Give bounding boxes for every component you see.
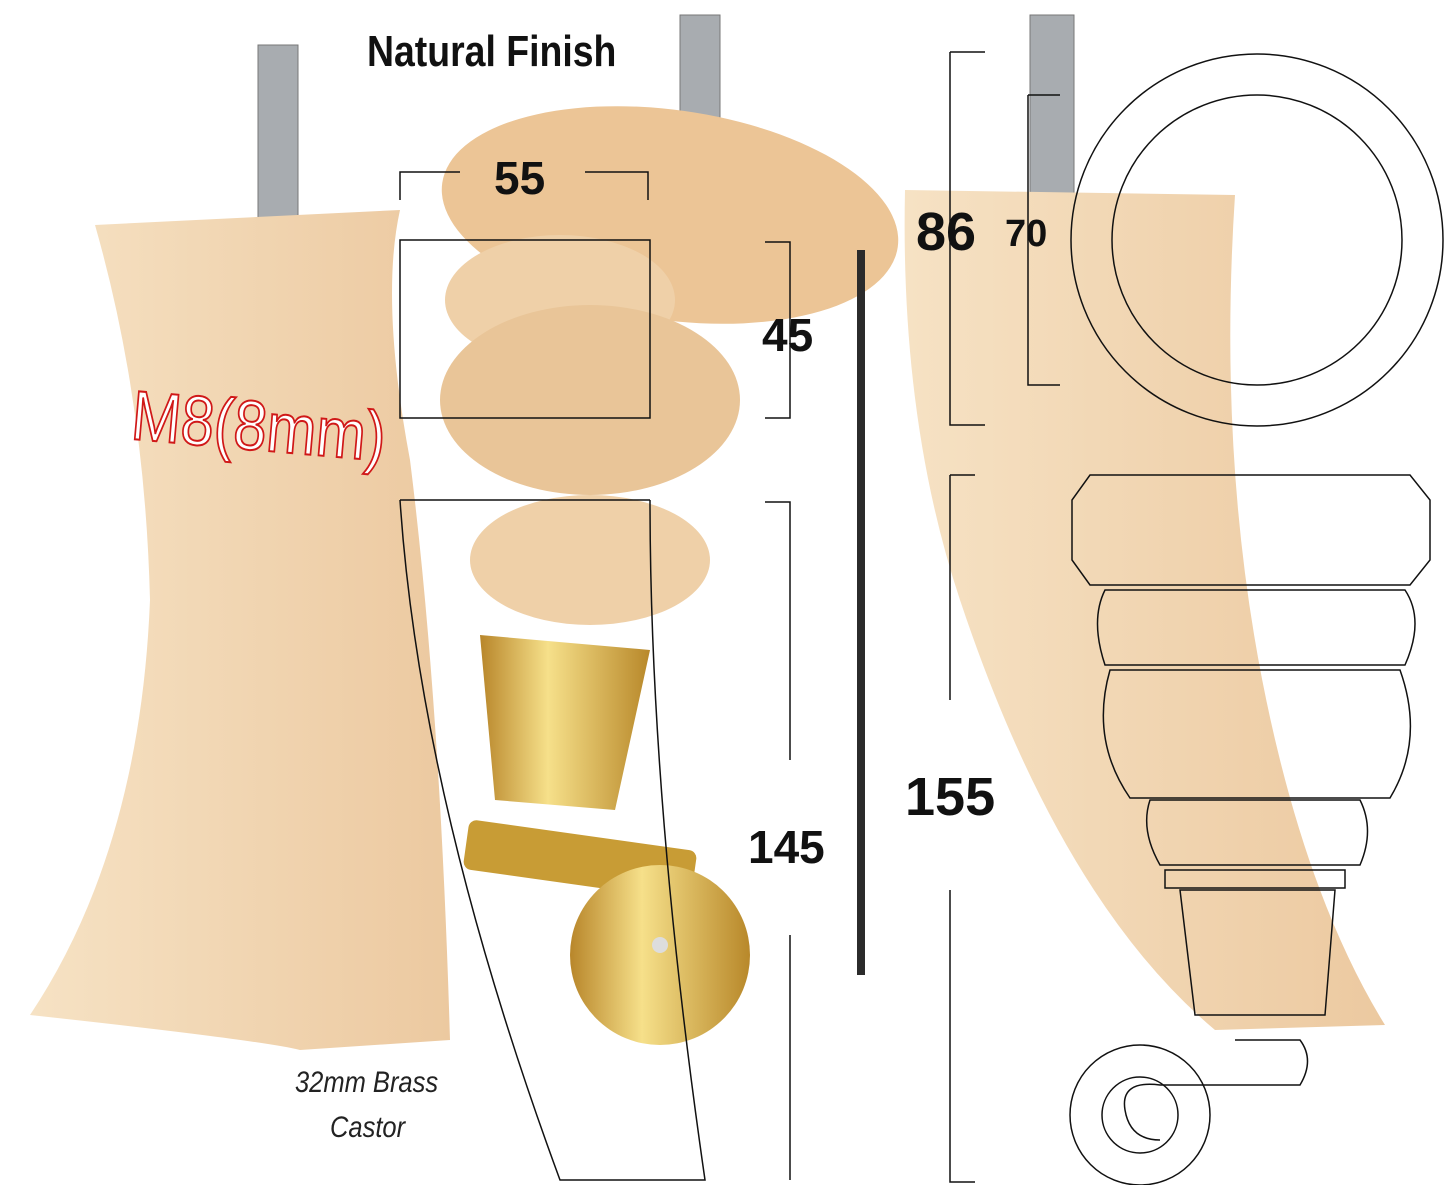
dimension-total-height: 145 [748, 821, 825, 873]
dimension-lines [399, 51, 1444, 1185]
brass-castor [463, 635, 750, 1045]
dimension-circle-diameter: 70 [1005, 213, 1048, 255]
castor-caption-line1: 32mm Brass [295, 1066, 439, 1099]
height-bar [857, 250, 865, 975]
castor-caption-line2: Castor [330, 1111, 406, 1144]
turned-bun-foot [440, 106, 899, 625]
dimension-side-height: 155 [905, 767, 996, 827]
title: Natural Finish [367, 27, 617, 76]
right-curved-leg [904, 190, 1385, 1030]
left-curved-leg [30, 210, 450, 1050]
dimension-top-width: 55 [494, 152, 546, 204]
dimension-upper-height: 45 [762, 309, 814, 361]
dimension-side-width: 86 [916, 202, 977, 262]
